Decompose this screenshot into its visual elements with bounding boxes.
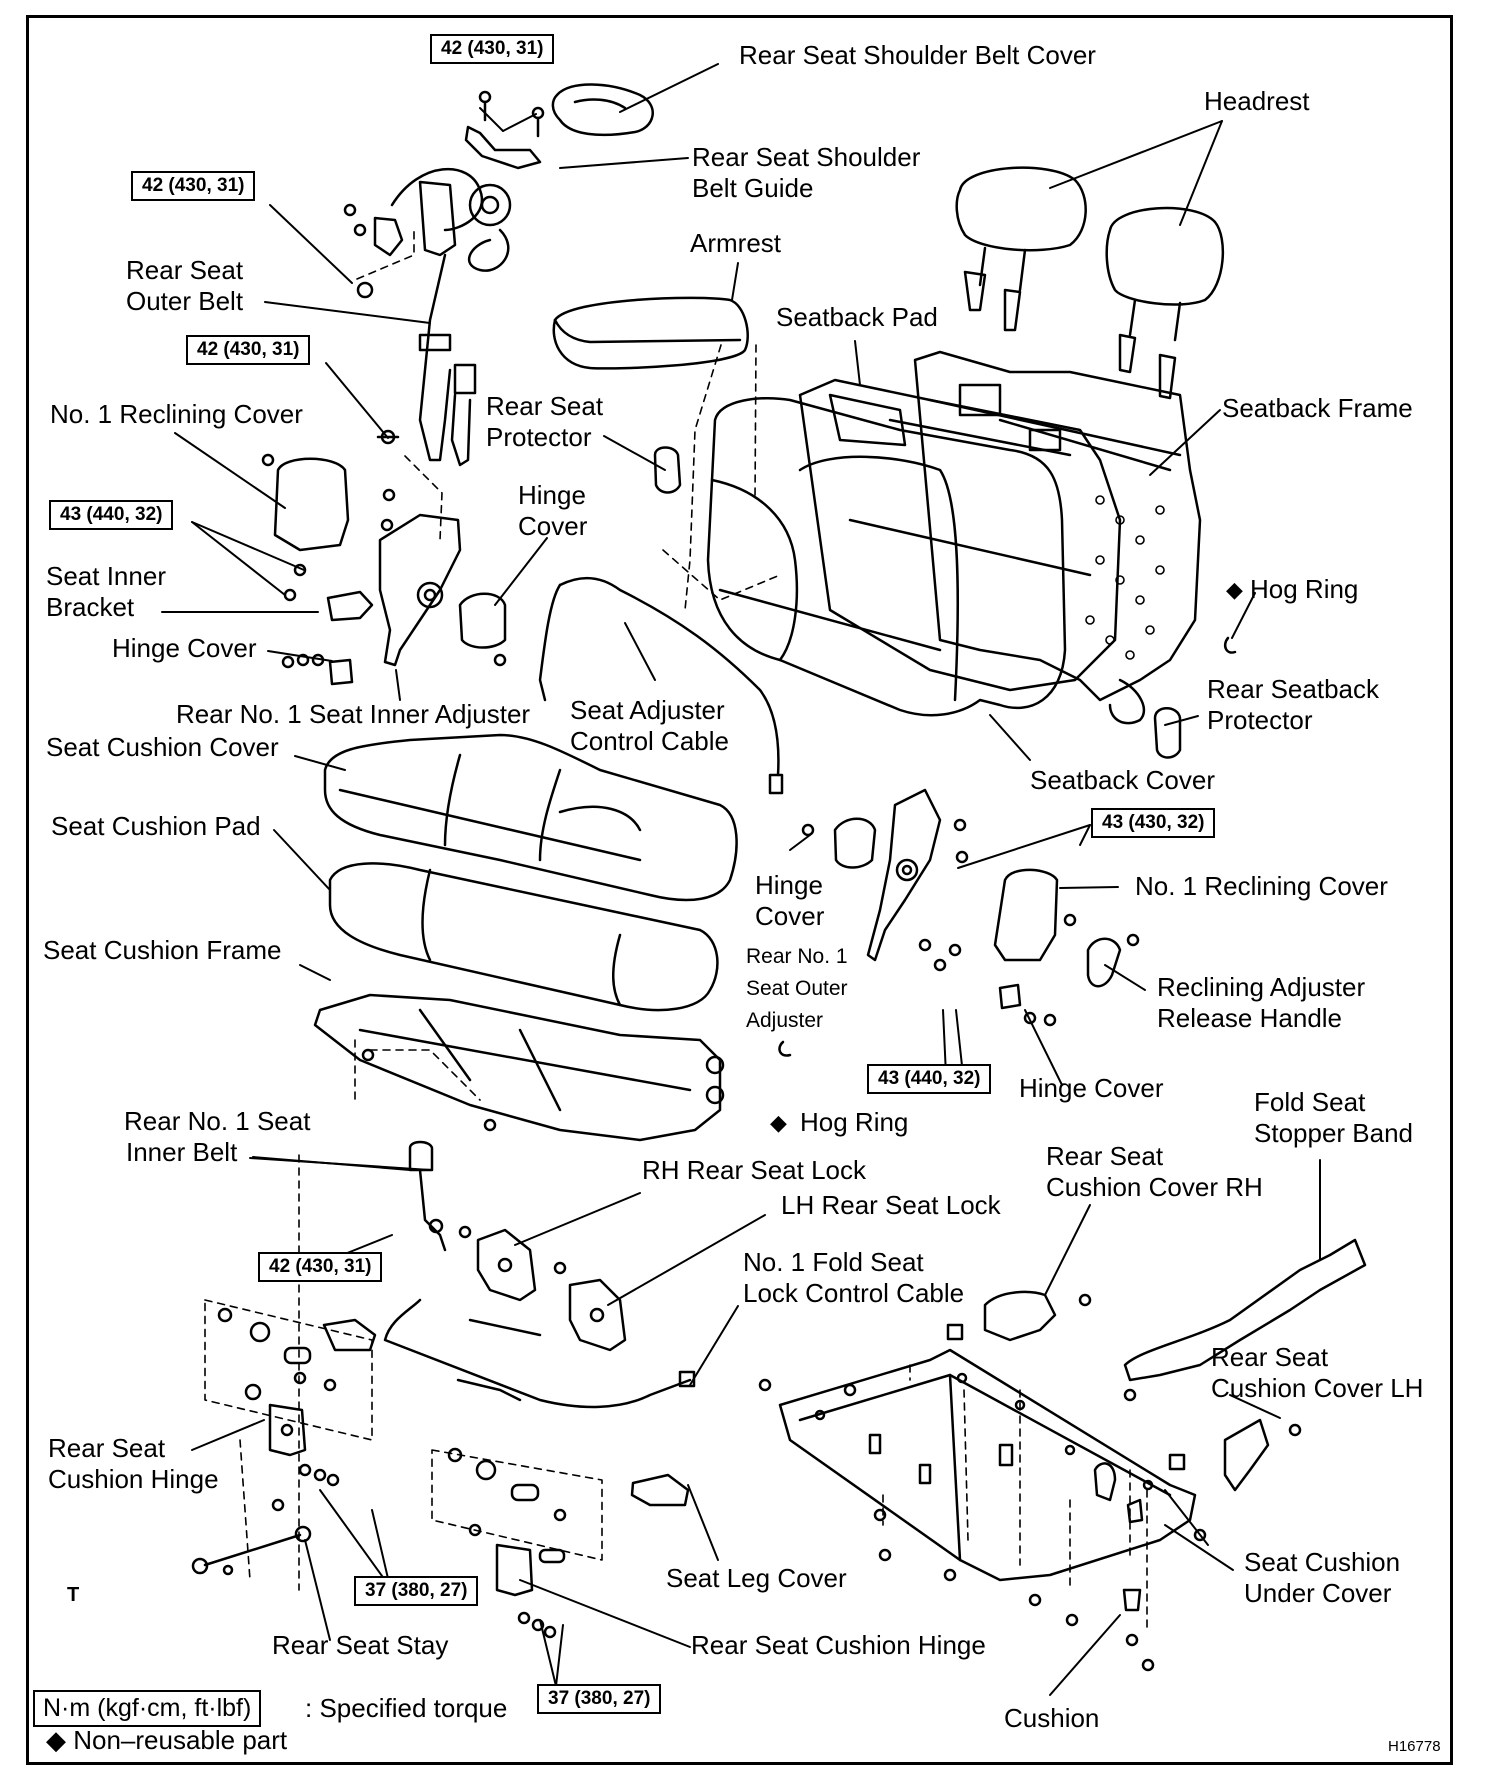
torque-outer-belt-lower: 42 (430, 31)	[186, 335, 311, 365]
label-hog-ring-center: Hog Ring	[800, 1107, 909, 1137]
leader-lines	[161, 63, 1321, 1696]
seat-cushion-under-cover	[778, 1348, 1197, 1582]
seatback-cover	[706, 396, 1067, 717]
legend-unit-text: : Specified torque	[305, 1693, 508, 1723]
reclining-release-handle	[1086, 937, 1122, 988]
seat-adjuster-control-cable	[538, 576, 784, 795]
label-marker-t: T	[67, 1584, 80, 1606]
seat-cushion-pad	[328, 862, 719, 1012]
rear-seat-cushion-cover-lh	[1168, 1418, 1302, 1492]
torque-shoulder-top: 42 (430, 31)	[430, 34, 555, 64]
outer-belt-retractor	[343, 167, 512, 467]
torque-cushion-hinge-bottom: 37 (380, 27)	[537, 1684, 662, 1714]
inner-bracket	[283, 563, 374, 622]
inner-belt	[408, 1140, 447, 1252]
hog-ring-right	[1223, 636, 1237, 654]
label-cushion-hinge-bottom: Rear Seat Cushion Hinge	[691, 1630, 986, 1660]
seatback-frame	[913, 350, 1202, 725]
torque-outer-adjuster-upper: 43 (430, 32)	[1091, 808, 1216, 838]
lh-rear-seat-lock	[553, 1261, 627, 1352]
shoulder-belt-guide	[464, 90, 545, 170]
label-inner-adjuster: Rear No. 1 Seat Inner Adjuster	[176, 699, 531, 729]
torque-outer-belt-upper: 42 (430, 31)	[131, 171, 256, 201]
rear-seat-cushion-hinge-left	[217, 1307, 340, 1487]
seat-cushion-frame	[313, 993, 725, 1142]
outer-adjuster-right	[866, 788, 969, 962]
label-reclining-cover-right: No. 1 Reclining Cover	[1135, 871, 1388, 901]
label-hinge-cover-right: Hinge Cover	[1019, 1073, 1164, 1103]
hinge-cover-top	[458, 592, 507, 667]
diagram-frame	[26, 15, 1453, 1765]
label-seatback-cover: Seatback Cover	[1030, 765, 1215, 795]
label-shoulder-belt-cover: Rear Seat Shoulder Belt Cover	[739, 40, 1096, 70]
torque-inner-bracket: 43 (440, 32)	[49, 500, 174, 530]
label-hinge-cover-left: Hinge Cover	[112, 633, 257, 663]
shoulder-belt-cover	[551, 83, 654, 137]
label-seat-cushion-cover: Seat Cushion Cover	[46, 732, 279, 762]
hinge-cover-mid	[801, 817, 877, 869]
headrests	[955, 166, 1225, 400]
hinge-cover-left	[281, 653, 354, 686]
rear-seat-cushion-cover-rh	[946, 1290, 1092, 1342]
hinge-cover-right	[918, 938, 1057, 1027]
hog-ring-center	[778, 1040, 792, 1057]
fold-seat-stopper-band	[1123, 1238, 1367, 1402]
rear-seat-protector	[653, 446, 682, 494]
cushion	[758, 1378, 1207, 1672]
label-cushion: Cushion	[1004, 1703, 1100, 1733]
reclining-cover-left	[261, 453, 350, 552]
figure-id: H16778	[1388, 1738, 1441, 1755]
label-headrest: Headrest	[1204, 86, 1310, 116]
seat-leg-cover	[322, 1318, 690, 1507]
inner-adjuster-left	[378, 488, 462, 667]
label-seatback-frame: Seatback Frame	[1222, 393, 1413, 423]
label-seat-leg-cover: Seat Leg Cover	[666, 1563, 847, 1593]
label-reclining-cover-left: No. 1 Reclining Cover	[50, 399, 303, 429]
rear-seat-stay	[191, 1498, 312, 1576]
label-lh-seat-lock: LH Rear Seat Lock	[781, 1190, 1001, 1220]
assembly-dashes	[204, 229, 1148, 1631]
rear-seat-cushion-hinge-bottom	[447, 1447, 567, 1639]
torque-outer-adjuster-lower: 43 (440, 32)	[867, 1064, 992, 1094]
armrest	[552, 296, 749, 370]
rear-seatback-protector	[1153, 707, 1182, 759]
label-seat-cushion-frame: Seat Cushion Frame	[43, 935, 282, 965]
label-seat-cushion-pad: Seat Cushion Pad	[51, 811, 261, 841]
label-armrest: Armrest	[690, 228, 781, 258]
label-rear-seat-stay: Rear Seat Stay	[272, 1630, 449, 1660]
fold-seat-lock-control-cable	[383, 1298, 696, 1409]
legend-unit-box: N·m (kgf·cm, ft·lbf)	[33, 1690, 262, 1727]
label-seatback-pad: Seatback Pad	[776, 302, 938, 332]
torque-inner-belt: 42 (430, 31)	[258, 1252, 383, 1282]
rh-rear-seat-lock	[458, 1225, 537, 1302]
label-rh-seat-lock: RH Rear Seat Lock	[642, 1155, 866, 1185]
reclining-cover-right	[993, 868, 1140, 962]
legend-non-reusable: ◆ Non–reusable part	[46, 1725, 288, 1755]
torque-cushion-hinge-left: 37 (380, 27)	[354, 1576, 479, 1606]
label-hog-ring-right: Hog Ring	[1250, 574, 1359, 604]
label-hog-ring-center-symbol: ◆	[770, 1110, 787, 1135]
cushion-bumper	[1126, 1498, 1144, 1524]
seatback-pad	[798, 378, 1122, 692]
seat-cushion-cover	[323, 733, 738, 902]
label-hog-ring-right-symbol: ◆	[1226, 577, 1243, 602]
